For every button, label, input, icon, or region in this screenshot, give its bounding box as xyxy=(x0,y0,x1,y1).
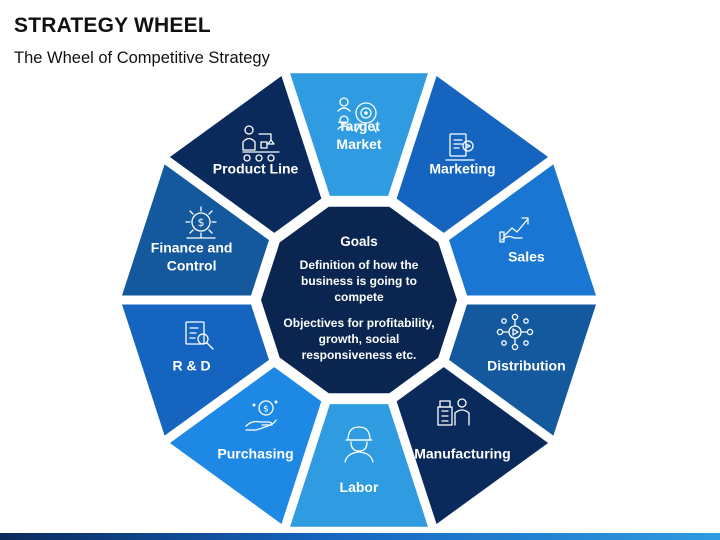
segment-label-product-line: Product Line xyxy=(213,161,299,177)
center-objectives-line-3: responsiveness etc. xyxy=(302,348,417,362)
segment-label-finance-and-control: Control xyxy=(167,258,217,274)
segment-label-labor: Labor xyxy=(340,479,379,495)
segment-label-manufacturing: Manufacturing xyxy=(414,445,510,461)
segment-label-finance-and-control: Finance and xyxy=(151,240,233,256)
segment-label-r-and-d: R & D xyxy=(173,357,211,373)
segment-label-purchasing: Purchasing xyxy=(217,445,293,461)
sales-growth-icon xyxy=(499,217,529,243)
research-icon xyxy=(185,321,214,350)
segment-product-line xyxy=(169,75,322,233)
center-objectives-line-2: growth, social xyxy=(319,332,400,346)
distribution-network-icon xyxy=(496,313,534,351)
production-line-icon xyxy=(242,125,280,162)
segment-distribution xyxy=(449,304,596,436)
segment-label-distribution: Distribution xyxy=(487,357,566,373)
segment-label-target-market: Market xyxy=(336,136,381,152)
segment-target-market xyxy=(290,73,428,196)
factory-worker-icon xyxy=(437,398,470,426)
center-decagon xyxy=(261,206,457,394)
segment-labor xyxy=(290,404,428,527)
segment-manufacturing xyxy=(396,367,549,525)
marketing-report-icon xyxy=(445,133,475,161)
segment-marketing xyxy=(396,75,549,233)
center-definition-line-2: business is going to xyxy=(301,274,417,288)
segment-label-marketing: Marketing xyxy=(429,161,495,177)
svg-text:$: $ xyxy=(198,216,205,229)
segment-label-sales: Sales xyxy=(508,249,545,265)
finance-gear-icon: $ xyxy=(185,206,217,239)
segment-sales xyxy=(449,164,596,296)
page-subtitle: The Wheel of Competitive Strategy xyxy=(14,49,270,67)
segment-purchasing xyxy=(169,367,322,525)
bottom-accent-bar xyxy=(0,533,720,540)
center-title: Goals xyxy=(340,234,378,249)
center-definition-line-1: Definition of how the xyxy=(300,258,419,272)
center-definition-line-3: compete xyxy=(334,290,384,304)
center-goals: Goals Definition of how the business is … xyxy=(261,206,457,394)
center-objectives-line-1: Objectives for profitability, xyxy=(283,316,434,330)
worker-helmet-icon xyxy=(344,426,374,463)
page-title: STRATEGY WHEEL xyxy=(14,14,211,37)
segment-r-and-d xyxy=(122,304,269,436)
purchase-money-icon: $ xyxy=(245,400,278,431)
target-audience-icon xyxy=(337,97,377,133)
svg-text:$: $ xyxy=(263,405,269,415)
